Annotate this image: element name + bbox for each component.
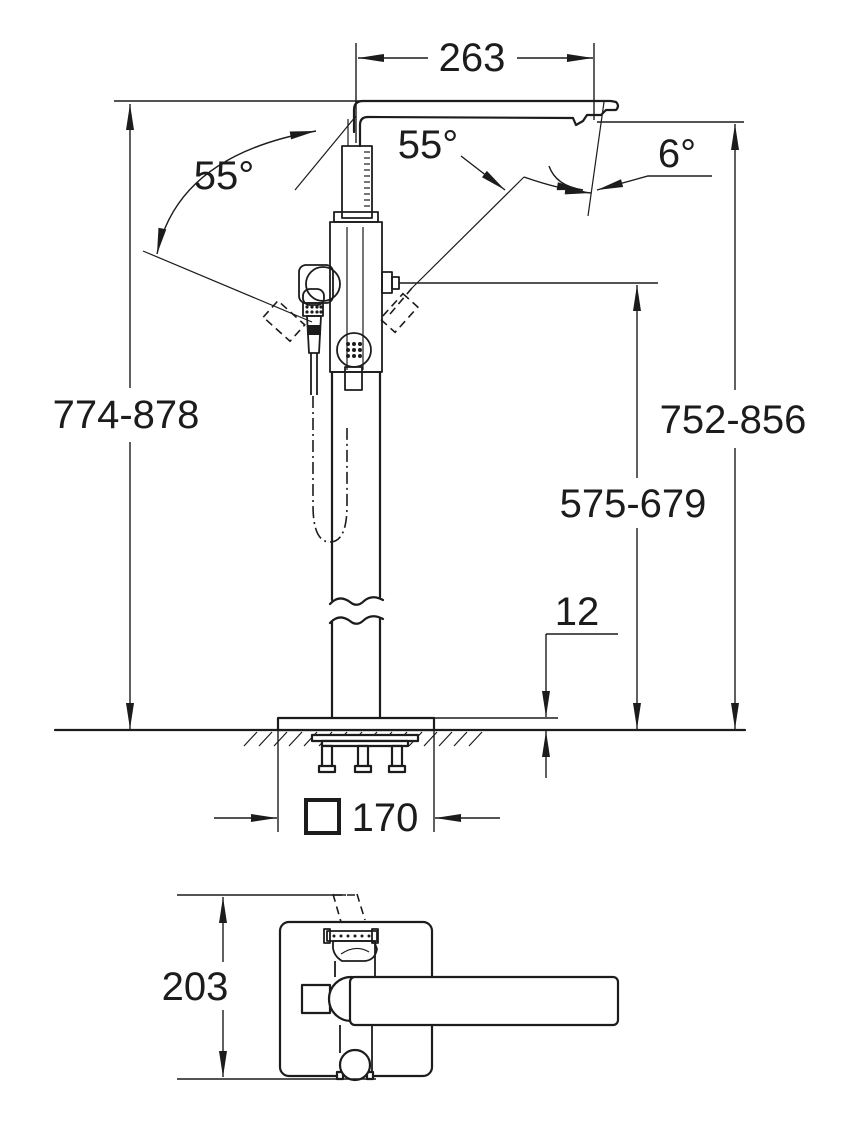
angle-annotations: 55° 55° 6° <box>142 101 712 323</box>
dim-575-679: 575-679 <box>560 482 707 526</box>
arc-6-left <box>548 165 584 191</box>
hose-outlet <box>381 271 393 294</box>
diverter-dots <box>346 342 362 358</box>
mounting-bracket <box>310 733 420 774</box>
base-plate <box>276 716 436 732</box>
top-view: 203 <box>162 893 620 1082</box>
handshower-hose <box>312 396 348 543</box>
spout <box>352 99 620 148</box>
dim-55-left: 55° <box>194 154 255 198</box>
swivel-axis-right-dashed <box>389 287 413 315</box>
riser-axis-line <box>294 115 357 191</box>
dim-774-878: 774-878 <box>53 393 200 437</box>
body-cap <box>333 211 379 223</box>
plan-handshower-head <box>323 928 379 977</box>
plan-handshower-ring <box>338 1048 372 1082</box>
dim-12: 12 <box>555 590 600 634</box>
riser-knurling <box>364 151 370 207</box>
arc-55-left <box>156 130 317 255</box>
plan-handshower-dashed <box>332 893 366 923</box>
dim-263: 263 <box>439 36 506 80</box>
riser <box>341 119 373 219</box>
dim-overall-depth: 203 <box>162 894 376 1080</box>
dim-overall-height: 774-878 <box>53 100 366 729</box>
clamp-dots <box>332 934 371 938</box>
swivel-axis-left <box>142 250 313 323</box>
column <box>328 370 385 720</box>
handshower-holder <box>298 264 341 304</box>
swivel-axis-right <box>411 176 525 289</box>
dim-spout-reach: 263 <box>355 36 595 143</box>
dim-plate-height: 12 <box>434 590 618 778</box>
plan-lever-handle <box>300 983 332 1015</box>
spray-dots <box>305 305 323 314</box>
break-line-upper <box>328 596 385 606</box>
handshower-swivel-right-dashed <box>379 292 419 334</box>
mixer-body <box>329 211 400 373</box>
dim-outlet-height: 575-679 <box>399 282 707 729</box>
front-view: 55° 55° 6° 263 774-878 <box>53 36 807 840</box>
dim-170: 170 <box>352 796 419 840</box>
spout-tilt-line <box>587 101 605 217</box>
handshower-head <box>302 288 325 306</box>
square-symbol <box>304 798 341 835</box>
dim-752-856: 752-856 <box>660 398 807 442</box>
handshower <box>302 288 325 395</box>
diverter-knob <box>336 332 372 391</box>
dim-55-right: 55° <box>398 123 459 167</box>
dim-6: 6° <box>658 132 696 176</box>
break-line-lower <box>328 615 385 625</box>
handshower-handle <box>306 315 322 354</box>
plan-spout <box>348 975 620 1027</box>
arrow-55-right <box>460 155 506 191</box>
dim-203: 203 <box>162 965 229 1009</box>
dim-plate-width: 170 <box>214 730 500 840</box>
dim-spout-height: 752-856 <box>597 121 807 729</box>
handshower-band <box>307 325 321 335</box>
leader-6 <box>596 175 712 191</box>
hose-outlet-knob <box>391 276 400 290</box>
handshower-swivel-left-dashed <box>262 299 306 343</box>
